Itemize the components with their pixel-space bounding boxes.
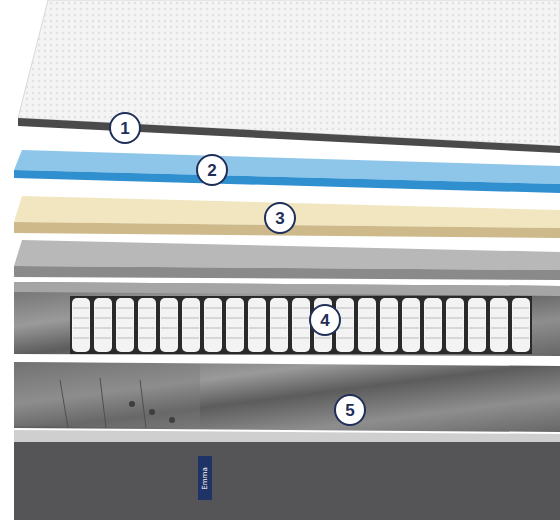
callout-number: 1 xyxy=(109,112,141,144)
brand-tag xyxy=(198,456,212,500)
base-cover xyxy=(14,442,560,520)
pocket-springs xyxy=(70,296,532,354)
callout-number: 3 xyxy=(264,202,296,234)
spring-top xyxy=(14,282,560,296)
callout-number: 5 xyxy=(334,394,366,426)
grey-foam-layer xyxy=(14,240,560,270)
foam-cuts xyxy=(60,378,146,428)
callout-number-text: 2 xyxy=(207,162,216,179)
callout-number: 2 xyxy=(196,154,228,186)
foam-frame xyxy=(14,282,560,356)
callout-number-text: 4 xyxy=(320,312,329,329)
brand-label: Emma xyxy=(201,467,208,489)
cover-edge xyxy=(18,118,560,153)
callout-number-text: 5 xyxy=(345,402,354,419)
callout-number-text: 3 xyxy=(275,210,284,227)
callout-number-text: 1 xyxy=(120,120,129,137)
grey-foam-edge xyxy=(14,266,560,280)
base-foam-shade xyxy=(14,362,200,428)
blue-foam-edge xyxy=(14,170,560,193)
base-foam-layer xyxy=(14,362,560,432)
callout-number: 4 xyxy=(309,304,341,336)
